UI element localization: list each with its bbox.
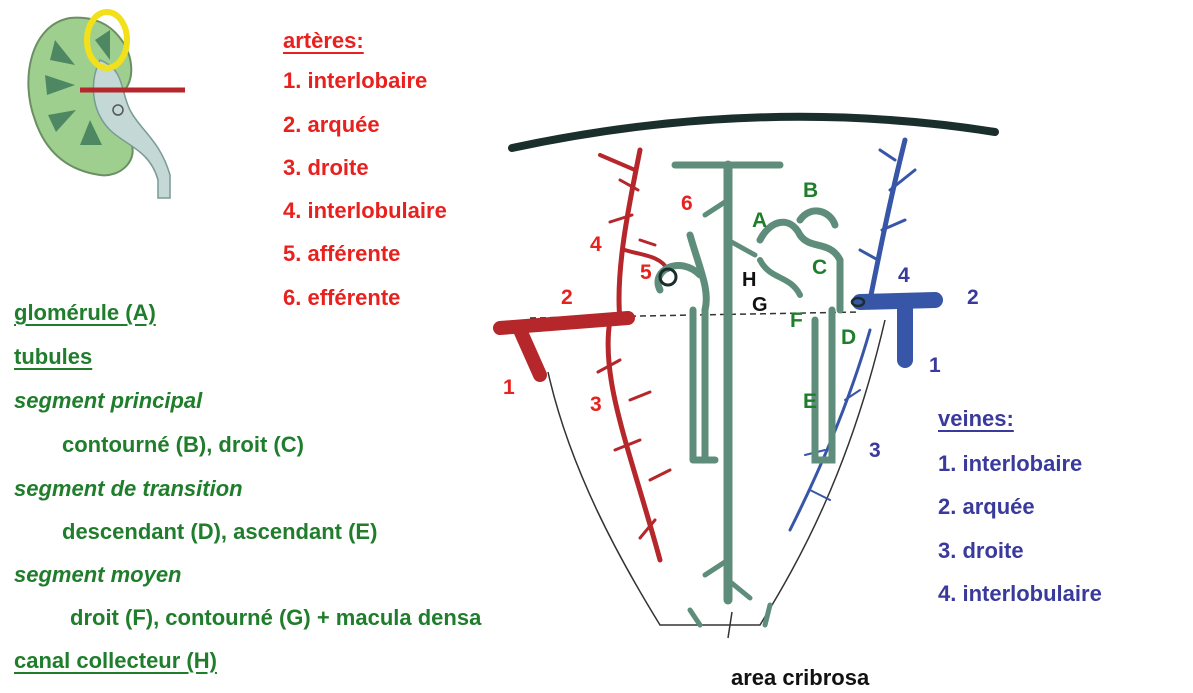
artery-item-arquee: 2. arquée [283, 114, 380, 136]
arteries [500, 150, 670, 560]
fig-label-artery-2: 2 [561, 287, 573, 308]
fig-label-artery-4: 4 [590, 234, 602, 255]
tubules-label: tubules [14, 346, 92, 368]
veines-title: veines: [938, 408, 1014, 430]
fig-label-artery-3: 3 [590, 394, 602, 415]
fig-label-G: G [752, 295, 768, 315]
artery-item-interlobulaire: 4. interlobulaire [283, 200, 447, 222]
vein-item-interlobaire: 1. interlobaire [938, 453, 1082, 475]
segment-principal-detail: contourné (B), droit (C) [62, 434, 304, 456]
artery-item-droite: 3. droite [283, 157, 369, 179]
fig-label-C: C [812, 257, 827, 278]
fig-label-vein-4: 4 [898, 265, 910, 286]
fig-label-A: A [752, 210, 767, 231]
fig-label-D: D [841, 327, 856, 348]
vein-item-interlobulaire: 4. interlobulaire [938, 583, 1102, 605]
arteres-title: artères: [283, 30, 364, 52]
fig-label-artery-6: 6 [681, 193, 693, 214]
fig-label-artery-5: 5 [640, 262, 652, 283]
segment-moyen-detail: droit (F), contourné (G) + macula densa [70, 607, 481, 629]
fig-label-vein-3: 3 [869, 440, 881, 461]
fig-label-H: H [742, 270, 756, 290]
fig-label-E: E [803, 391, 817, 412]
segment-principal-label: segment principal [14, 390, 202, 412]
fig-label-B: B [803, 180, 818, 201]
segment-transition-detail: descendant (D), ascendant (E) [62, 521, 377, 543]
artery-item-interlobaire: 1. interlobaire [283, 70, 427, 92]
vein-item-droite: 3. droite [938, 540, 1024, 562]
capsule-line [512, 117, 995, 148]
artery-item-afferente: 5. afférente [283, 243, 400, 265]
fig-label-vein-1: 1 [929, 355, 941, 376]
fig-label-F: F [790, 310, 803, 331]
segment-moyen-label: segment moyen [14, 564, 182, 586]
artery-item-efferente: 6. efférente [283, 287, 400, 309]
segment-transition-label: segment de transition [14, 478, 243, 500]
area-cribrosa-label: area cribrosa [731, 667, 869, 689]
glomerule-label: glomérule (A) [14, 302, 156, 324]
kidney-thumbnail [28, 12, 185, 198]
fig-label-vein-2: 2 [967, 287, 979, 308]
canal-collecteur-label: canal collecteur (H) [14, 650, 217, 672]
vein-item-arquee: 2. arquée [938, 496, 1035, 518]
fig-label-artery-1: 1 [503, 377, 515, 398]
